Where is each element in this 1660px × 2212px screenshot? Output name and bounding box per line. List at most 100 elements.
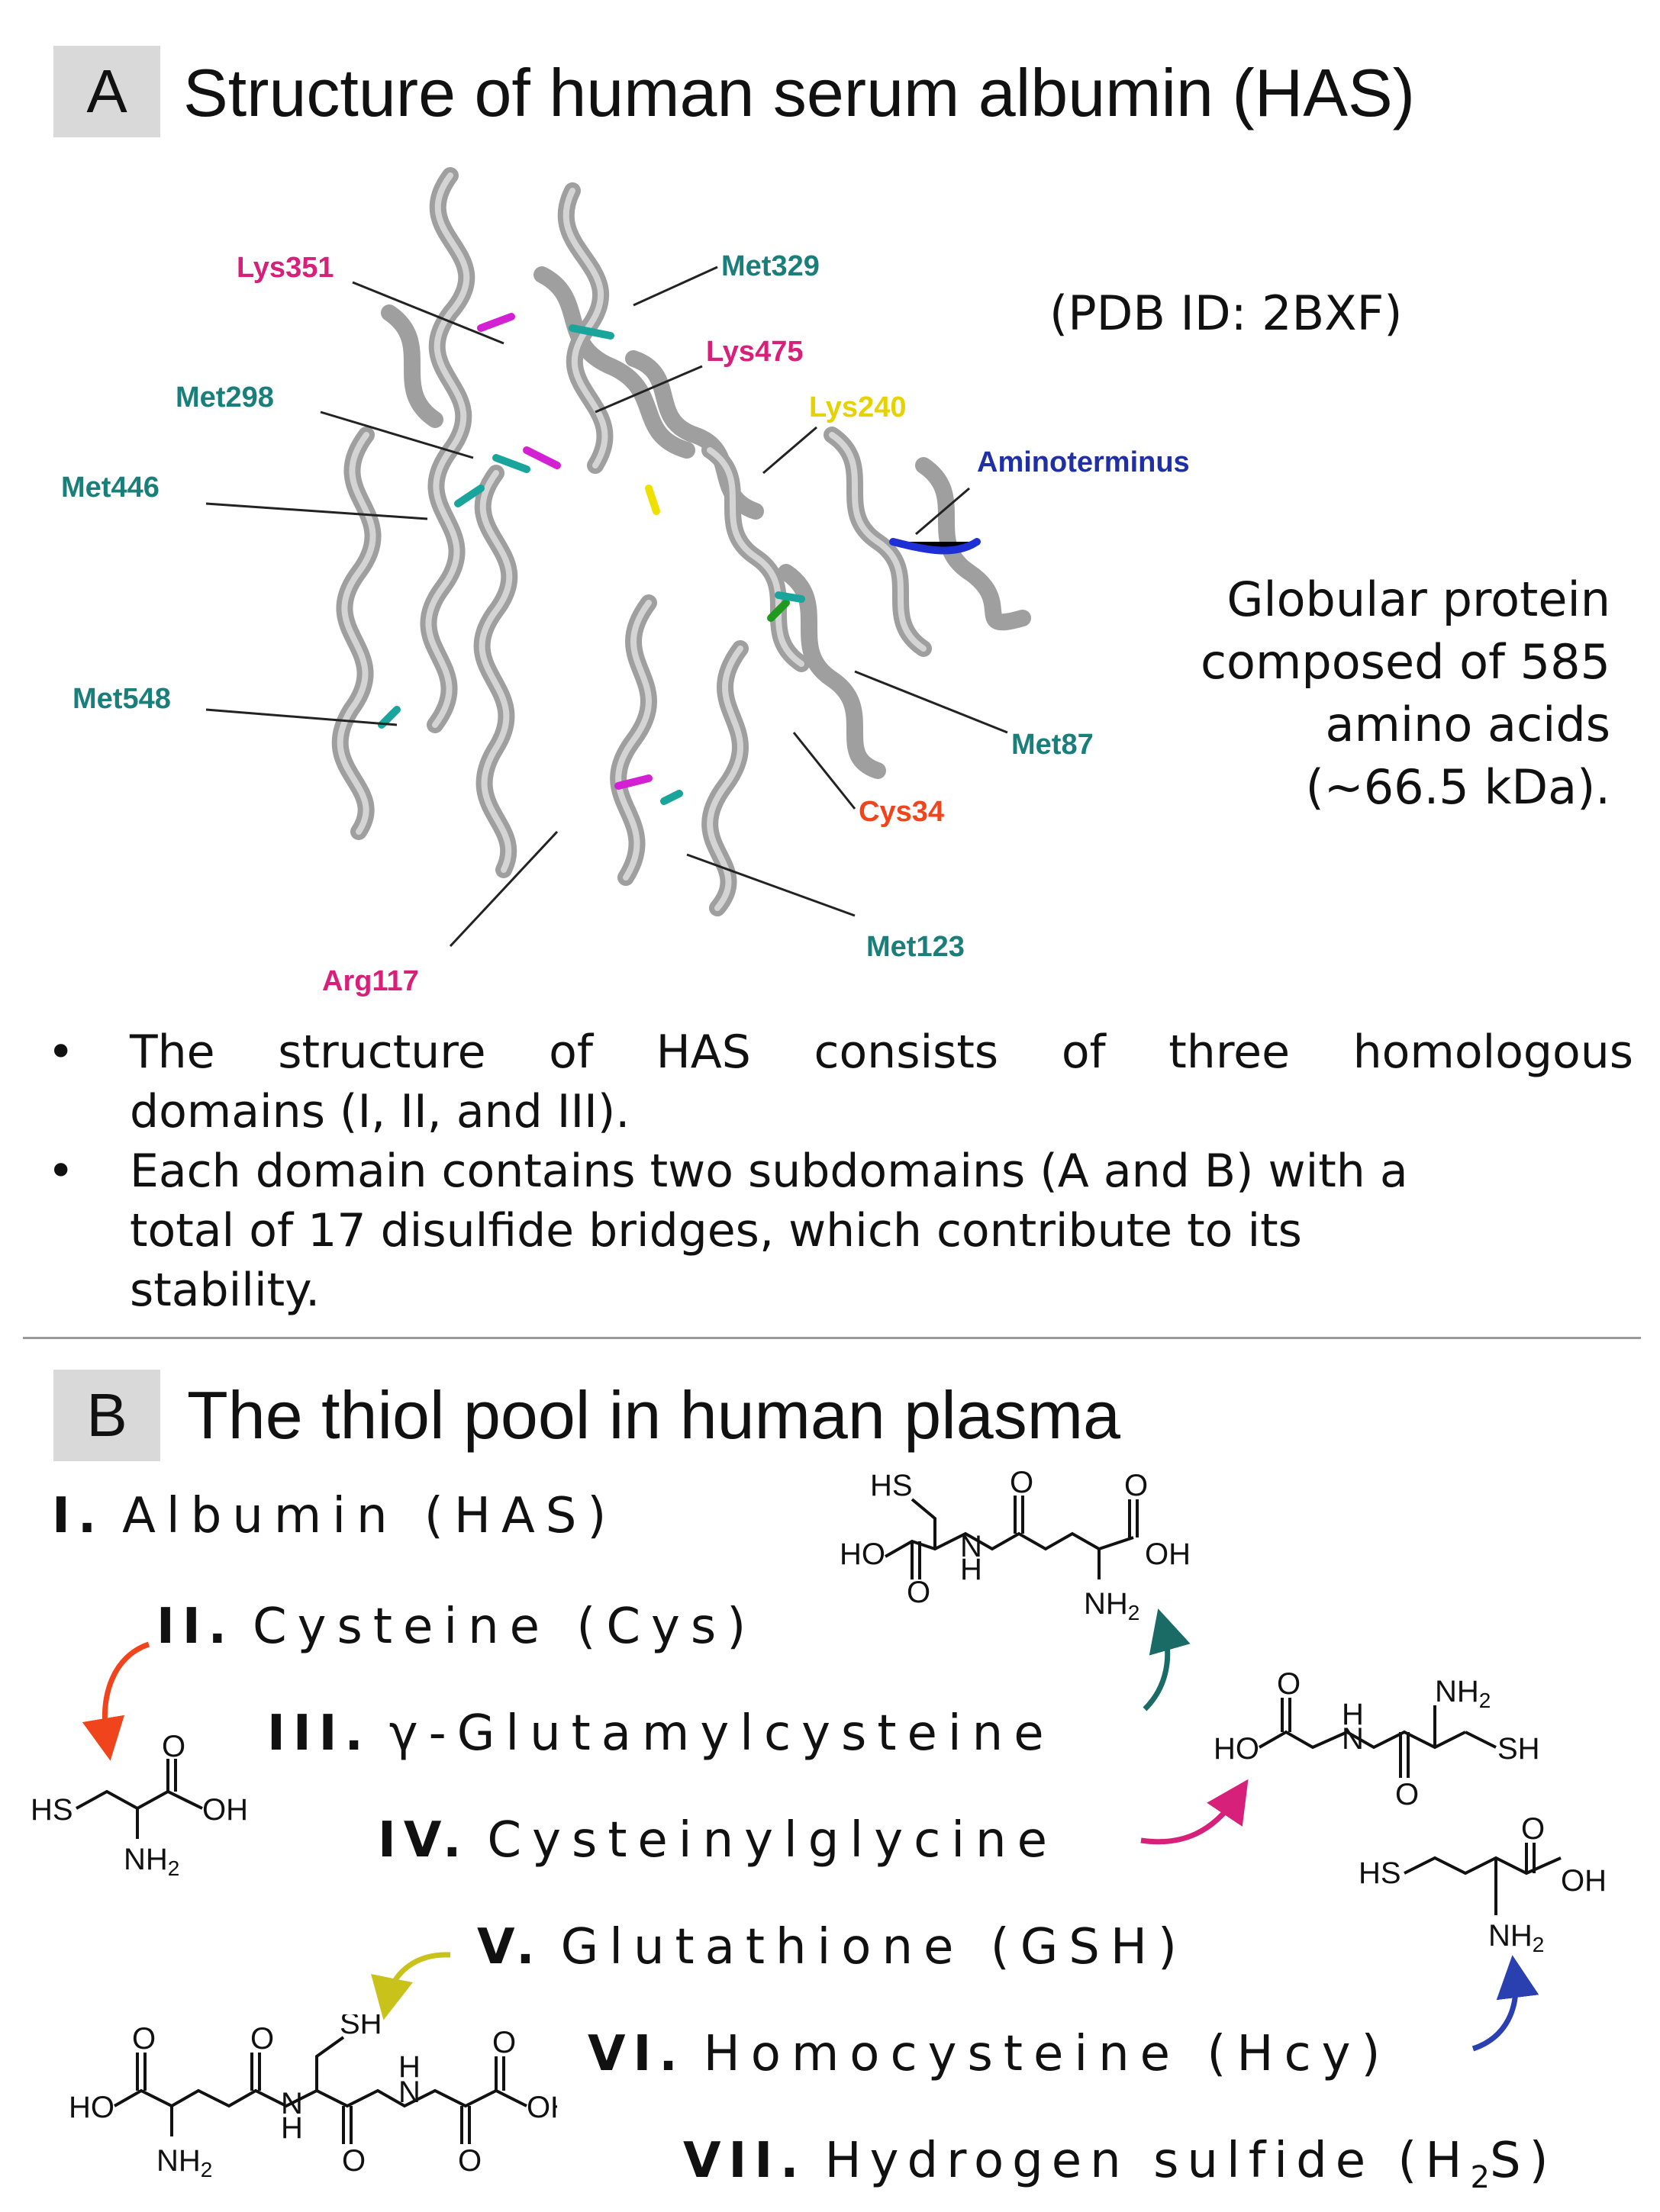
thiol-name: Homocysteine (Hcy) <box>703 2026 1391 2082</box>
panel-a-title: Structure of human serum albumin (HAS) <box>183 55 1415 130</box>
atom-label: O <box>1010 1466 1033 1499</box>
arrow-to-glutathione <box>371 1952 451 2020</box>
residue-label-met329: Met329 <box>721 250 820 282</box>
atom-label: O <box>132 2022 156 2056</box>
atom-label: H <box>281 2111 303 2145</box>
residue-label-lys475: Lys475 <box>706 336 804 368</box>
atom-label: SH <box>340 2014 382 2040</box>
residue-label-met446: Met446 <box>61 472 160 504</box>
thiol-name: S) <box>1489 2133 1557 2189</box>
atom-label: O <box>250 2022 274 2056</box>
bullet-item: • The structure of HAS consists of three… <box>31 1022 1633 1141</box>
arrow-to-homocysteine <box>1471 1955 1539 2052</box>
thiol-name: Albumin (HAS) <box>122 1488 617 1544</box>
atom-label: N <box>1342 1722 1364 1756</box>
atom-label: N <box>960 1530 982 1563</box>
atom-label: O <box>1521 1816 1545 1846</box>
atom-label: NH2 <box>1084 1587 1139 1624</box>
thiol-item-hydrogen-sulfide: VII. Hydrogen sulfide (H2S) <box>683 2133 1557 2195</box>
residue-label-met298: Met298 <box>176 382 274 414</box>
thiol-item-homocysteine: VI. Homocysteine (Hcy) <box>588 2026 1391 2082</box>
panel-a-label: A <box>53 46 160 137</box>
description-line: amino acids <box>1325 697 1610 752</box>
residue-label-met548: Met548 <box>73 683 171 715</box>
atom-label: O <box>162 1732 185 1763</box>
thiol-item-cysteine: II.Cysteine (Cys) <box>156 1599 756 1655</box>
bullet-text: total of 17 disulfide bridges, which con… <box>130 1204 1302 1257</box>
thiol-name: Cysteine (Cys) <box>252 1599 757 1655</box>
atom-label: H <box>960 1553 982 1586</box>
atom-label: H <box>398 2050 421 2084</box>
cysteinylglycine-structure: HO O H N O NH2 SH <box>1214 1667 1540 1811</box>
bullet-dot: • <box>47 1145 75 1198</box>
thiol-numeral: IV. <box>378 1812 469 1869</box>
residue-label-lys351: Lys351 <box>237 252 334 284</box>
pointer-arrows <box>82 1608 1539 2052</box>
thiol-name: Glutathione (GSH) <box>560 1919 1188 1975</box>
thiol-name-subscript: 2 <box>1470 2159 1490 2195</box>
arrow-to-cysteinylglycine <box>1140 1779 1249 1845</box>
atom-label: OH <box>202 1793 248 1827</box>
atom-label: OH <box>1145 1537 1191 1571</box>
atom-label: NH2 <box>124 1843 179 1880</box>
thiol-numeral: VI. <box>588 2026 685 2082</box>
atom-label: NH2 <box>156 2144 212 2181</box>
thiol-item-cysteinylglycine: IV. Cysteinylglycine <box>378 1812 1058 1869</box>
atom-label: HS <box>870 1469 913 1502</box>
thiol-item-albumin: I. Albumin (HAS) <box>52 1488 617 1544</box>
thiol-name: Cysteinylglycine <box>487 1812 1058 1869</box>
thiol-name: γ-Glutamylcysteine <box>388 1705 1055 1762</box>
arrow-to-gamma-glutamylcysteine <box>1143 1608 1191 1711</box>
bullet-item: • Each domain contains two subdomains (A… <box>31 1141 1633 1320</box>
protein-description: Globular protein composed of 585 amino a… <box>1130 568 1610 819</box>
residue-label-cys34: Cys34 <box>859 796 944 828</box>
atom-label: HO <box>69 2091 114 2124</box>
atom-label: O <box>458 2144 482 2178</box>
bullet-text: The structure of HAS consists of three h… <box>130 1026 1633 1079</box>
bullet-dot: • <box>47 1026 75 1079</box>
atom-label: HO <box>1214 1732 1259 1766</box>
thiol-name: Hydrogen sulfide (H <box>824 2133 1471 2189</box>
panel-b-label: B <box>53 1370 160 1461</box>
panel-b-title: The thiol pool in human plasma <box>187 1377 1120 1453</box>
atom-label: O <box>907 1576 930 1609</box>
glutathione-structure: HO O NH2 O N H SH O H N O O OH <box>69 2014 557 2181</box>
atom-label: HO <box>840 1537 885 1571</box>
section-divider <box>23 1337 1641 1339</box>
thiol-numeral: V. <box>477 1919 543 1975</box>
description-line: composed of 585 <box>1200 634 1610 690</box>
atom-label: OH <box>1561 1864 1607 1898</box>
thiol-item-glutathione: V. Glutathione (GSH) <box>477 1919 1188 1975</box>
atom-label: HS <box>1359 1856 1401 1890</box>
atom-label: H <box>1342 1698 1364 1731</box>
bullet-text: domains (I, II, and III). <box>130 1085 630 1138</box>
thiol-numeral: III. <box>267 1705 371 1762</box>
atom-label: OH <box>527 2091 557 2124</box>
bullet-list: • The structure of HAS consists of three… <box>31 1022 1633 1320</box>
description-line: (~66.5 kDa). <box>1305 759 1610 815</box>
residue-label-met123: Met123 <box>866 931 965 963</box>
leader-lines <box>205 266 1008 948</box>
arrow-to-cysteine <box>82 1641 150 1761</box>
homocysteine-structure: HS O OH NH2 <box>1359 1816 1607 1956</box>
description-line: Globular protein <box>1226 572 1610 627</box>
atom-label: O <box>1395 1778 1419 1811</box>
residue-label-met87: Met87 <box>1011 729 1094 761</box>
thiol-numeral: VII. <box>683 2133 807 2189</box>
atom-label: O <box>1124 1469 1148 1502</box>
cysteine-structure: HS O OH NH2 <box>31 1732 248 1880</box>
thiol-item-gamma-glutamylcysteine: III. γ-Glutamylcysteine <box>267 1705 1055 1762</box>
atom-label: HS <box>31 1793 73 1827</box>
residue-label-aminoterminus: Aminoterminus <box>977 446 1190 478</box>
atom-label: O <box>1277 1667 1301 1701</box>
bullet-text: stability. <box>130 1264 321 1317</box>
gamma-glutamylcysteine-structure: HS HO O N H O NH2 O OH <box>840 1466 1191 1624</box>
atom-label: O <box>342 2144 366 2178</box>
bullet-text: Each domain contains two subdomains (A a… <box>130 1145 1408 1198</box>
atom-label: N <box>398 2075 421 2109</box>
residue-label-arg117: Arg117 <box>322 965 419 997</box>
thiol-numeral: I. <box>52 1488 105 1544</box>
atom-label: SH <box>1497 1732 1540 1766</box>
pdb-id: (PDB ID: 2BXF) <box>1049 285 1403 341</box>
atom-label: O <box>492 2026 516 2059</box>
